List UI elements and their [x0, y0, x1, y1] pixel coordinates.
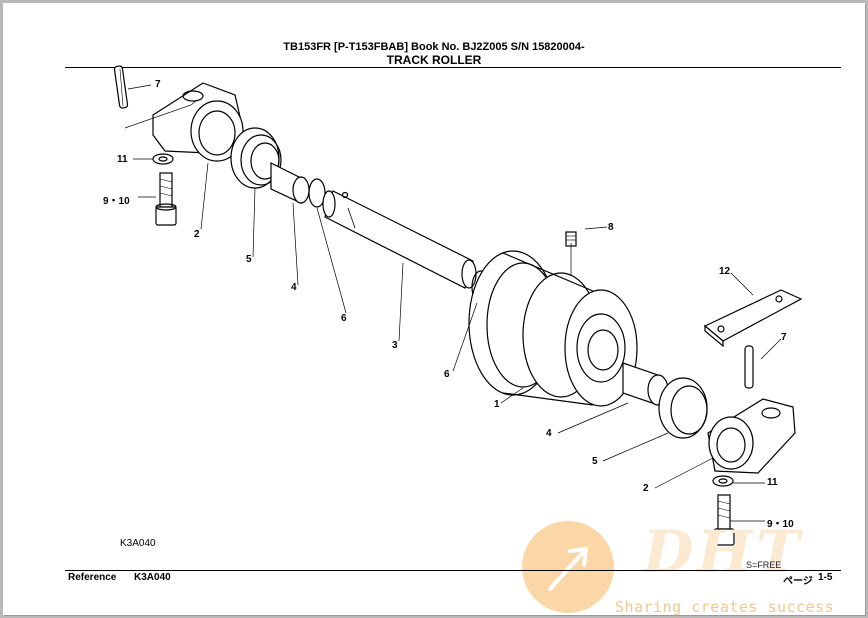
watermark-logo: DHT	[643, 518, 804, 586]
callout-3: 3	[392, 340, 398, 351]
callout-1: 1	[494, 399, 500, 410]
callout-11-right: 11	[767, 477, 778, 488]
reference-label: Reference	[68, 572, 117, 583]
callout-12: 12	[719, 266, 731, 277]
footer-rule	[65, 570, 841, 571]
leader-lines	[124, 84, 782, 522]
callout-5-right: 5	[592, 456, 598, 467]
page-title: TRACK ROLLER	[386, 53, 482, 67]
page-header: TB153FR [P-T153FBAB] Book No. BJ2Z005 S/…	[3, 41, 865, 67]
part-track-roller	[468, 250, 638, 407]
part-bushing-left	[270, 162, 310, 204]
part-bolt-right	[713, 494, 735, 546]
part-o-ring-left	[308, 178, 326, 208]
part-washer-left	[152, 153, 174, 165]
callout-4-right: 4	[546, 428, 552, 439]
header-rule	[65, 67, 841, 68]
part-bolt-left	[155, 172, 177, 226]
part-collar-right	[658, 377, 708, 439]
scale-note: S=FREE	[746, 560, 782, 570]
part-stopper-plate	[703, 289, 803, 348]
model-line: TB153FR [P-T153FBAB] Book No. BJ2Z005 S/…	[283, 41, 585, 53]
callout-6-mid: 6	[444, 369, 450, 380]
reference-code: K3A040	[134, 572, 171, 583]
catalog-page: TB153FR [P-T153FBAB] Book No. BJ2Z005 S/…	[3, 3, 865, 616]
part-shaft	[322, 190, 477, 289]
callout-5-left: 5	[246, 254, 252, 265]
callout-7-top: 7	[155, 79, 161, 90]
callout-8: 8	[608, 222, 614, 233]
watermark-tagline: Sharing creates success	[615, 598, 835, 616]
callout-2-left: 2	[194, 229, 200, 240]
page-label: ページ	[783, 576, 813, 587]
callout-9-10-right: 9・10	[767, 519, 794, 530]
page-number: 1-5	[818, 572, 833, 583]
callout-6-left: 6	[341, 313, 347, 324]
part-washer-right	[712, 475, 734, 487]
diagram-code: K3A040	[120, 538, 156, 549]
part-spring-pin-left	[113, 65, 129, 109]
part-bracket-right	[707, 398, 796, 474]
part-spring-pin-right	[744, 345, 754, 389]
callout-9-10-left: 9・10	[103, 196, 130, 207]
callout-11-left: 11	[117, 154, 128, 165]
callout-4-left: 4	[291, 282, 297, 293]
exploded-parts-diagram	[113, 65, 803, 546]
part-bracket-left	[152, 82, 244, 162]
callout-2-right: 2	[643, 483, 649, 494]
watermark-badge	[522, 521, 614, 613]
callout-7-right: 7	[781, 332, 787, 343]
